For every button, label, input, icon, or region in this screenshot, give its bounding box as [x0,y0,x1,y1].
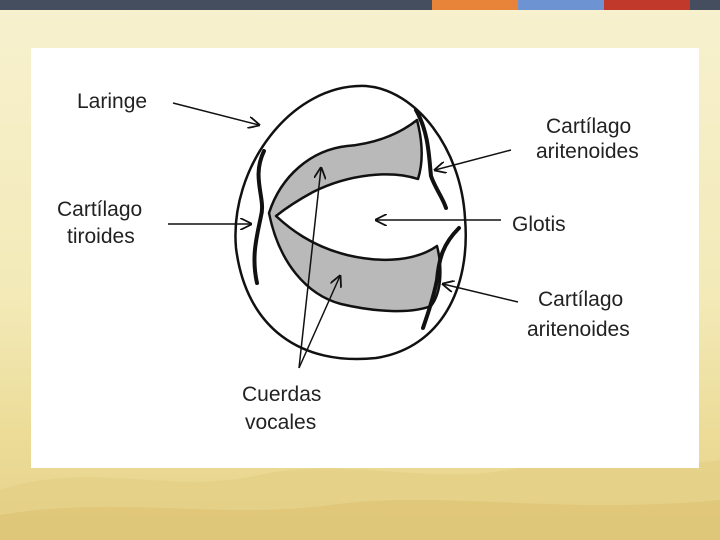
top-bar-blue-segment [518,0,604,10]
larynx-outline [234,84,467,361]
arrow-aritenoides-top [435,149,512,170]
label-tiroides-line2: tiroides [67,225,135,248]
top-bar-dark-segment [0,0,432,10]
vocal-cords [267,118,442,313]
arytenoid-cartilage-top [414,108,448,210]
top-bar-red-segment [604,0,690,10]
thyroid-cartilage-curve [252,149,266,285]
arrow-aritenoides-bottom [443,284,519,303]
arrow-laringe [172,102,259,125]
arytenoid-cartilage-bottom [421,226,461,330]
arrow-cuerdas-1 [298,168,321,369]
label-glotis: Glotis [512,213,566,236]
larynx-diagram: Laringe Cartílago aritenoides Cartílago … [57,84,639,434]
background-hills [0,456,720,540]
label-aritenoides-top-line2: aritenoides [536,140,639,163]
slide-top-bar [0,0,720,10]
label-cuerdas-line1: Cuerdas [242,383,321,406]
label-aritenoides-bottom-line1: Cartílago [538,288,623,311]
label-aritenoides-bottom-line2: aritenoides [527,318,630,341]
label-tiroides-line1: Cartílago [57,198,142,221]
label-aritenoides-top-line1: Cartílago [546,115,631,138]
label-cuerdas-line2: vocales [245,411,316,434]
top-bar-orange-segment [432,0,518,10]
arrow-cuerdas-2 [298,276,340,369]
label-laringe: Laringe [77,90,147,113]
top-bar-end-segment [690,0,720,10]
